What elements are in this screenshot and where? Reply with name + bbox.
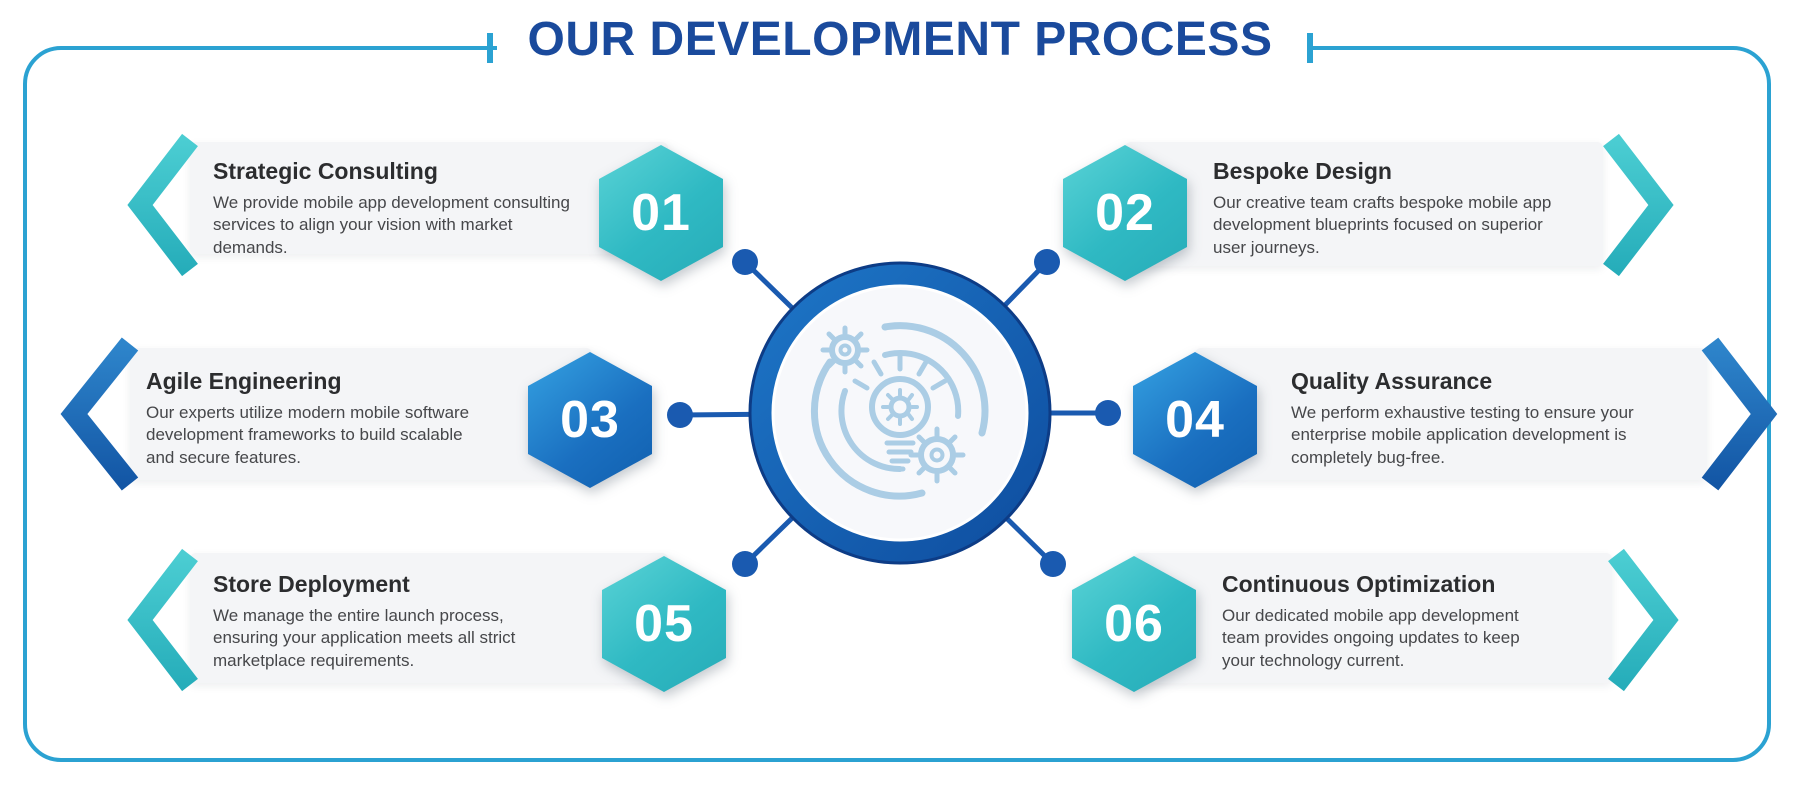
step-04-description: We perform exhaustive testing to ensure … [1291,403,1634,467]
chevron-right-icon [1603,133,1674,277]
step-05-number: 05 [634,595,694,653]
step-03-hexagon: 03 [528,352,652,488]
step-06-panel: Continuous Optimization Our dedicated mo… [1134,553,1612,683]
step-02-panel: Bespoke Design Our creative team crafts … [1125,142,1603,266]
step-02-title: Bespoke Design [1213,158,1392,184]
step-06-hexagon: 06 [1072,556,1196,692]
title-rule-endcap-right [1307,33,1313,63]
step-01-panel: Strategic Consulting We provide mobile a… [190,142,668,257]
step-02-hexagon: 02 [1063,145,1187,281]
step-03-number: 03 [560,391,620,449]
chevron-left-icon [127,133,198,277]
step-06-number: 06 [1104,595,1164,653]
step-04-panel: Quality Assurance We perform exhaustive … [1195,348,1707,480]
chevron-right-icon [1701,337,1778,491]
process-hub [667,249,1121,577]
title-mask [497,40,1307,56]
step-01-description: We provide mobile app development consul… [213,193,570,257]
chevron-left-icon [127,548,198,692]
step-05-description: We manage the entire launch process, ens… [213,606,516,670]
step-05-panel: Store Deployment We manage the entire la… [190,553,668,683]
title-rule-endcap-left [487,33,493,63]
step-05-hexagon: 05 [602,556,726,692]
page-title: OUR DEVELOPMENT PROCESS [527,13,1273,66]
step-01-hexagon: 01 [599,145,723,281]
step-01-title: Strategic Consulting [213,158,438,184]
chevron-right-icon [1608,548,1679,692]
step-04-number: 04 [1165,391,1225,449]
step-04-hexagon: 04 [1133,352,1257,488]
connector-dots [667,249,1121,577]
step-01-number: 01 [631,184,691,242]
step-03-title: Agile Engineering [146,368,342,394]
chevron-left-icon [60,337,139,491]
step-03-panel: Agile Engineering Our experts utilize mo… [130,348,592,480]
step-06-description: Our dedicated mobile app development tea… [1222,606,1520,670]
step-04-title: Quality Assurance [1291,368,1493,394]
step-06-title: Continuous Optimization [1222,571,1496,597]
lightbulb-gears-icon [810,322,989,500]
step-02-description: Our creative team crafts bespoke mobile … [1213,193,1552,257]
step-02-number: 02 [1095,184,1155,242]
step-03-description: Our experts utilize modern mobile softwa… [146,403,470,467]
step-05-title: Store Deployment [213,571,410,597]
